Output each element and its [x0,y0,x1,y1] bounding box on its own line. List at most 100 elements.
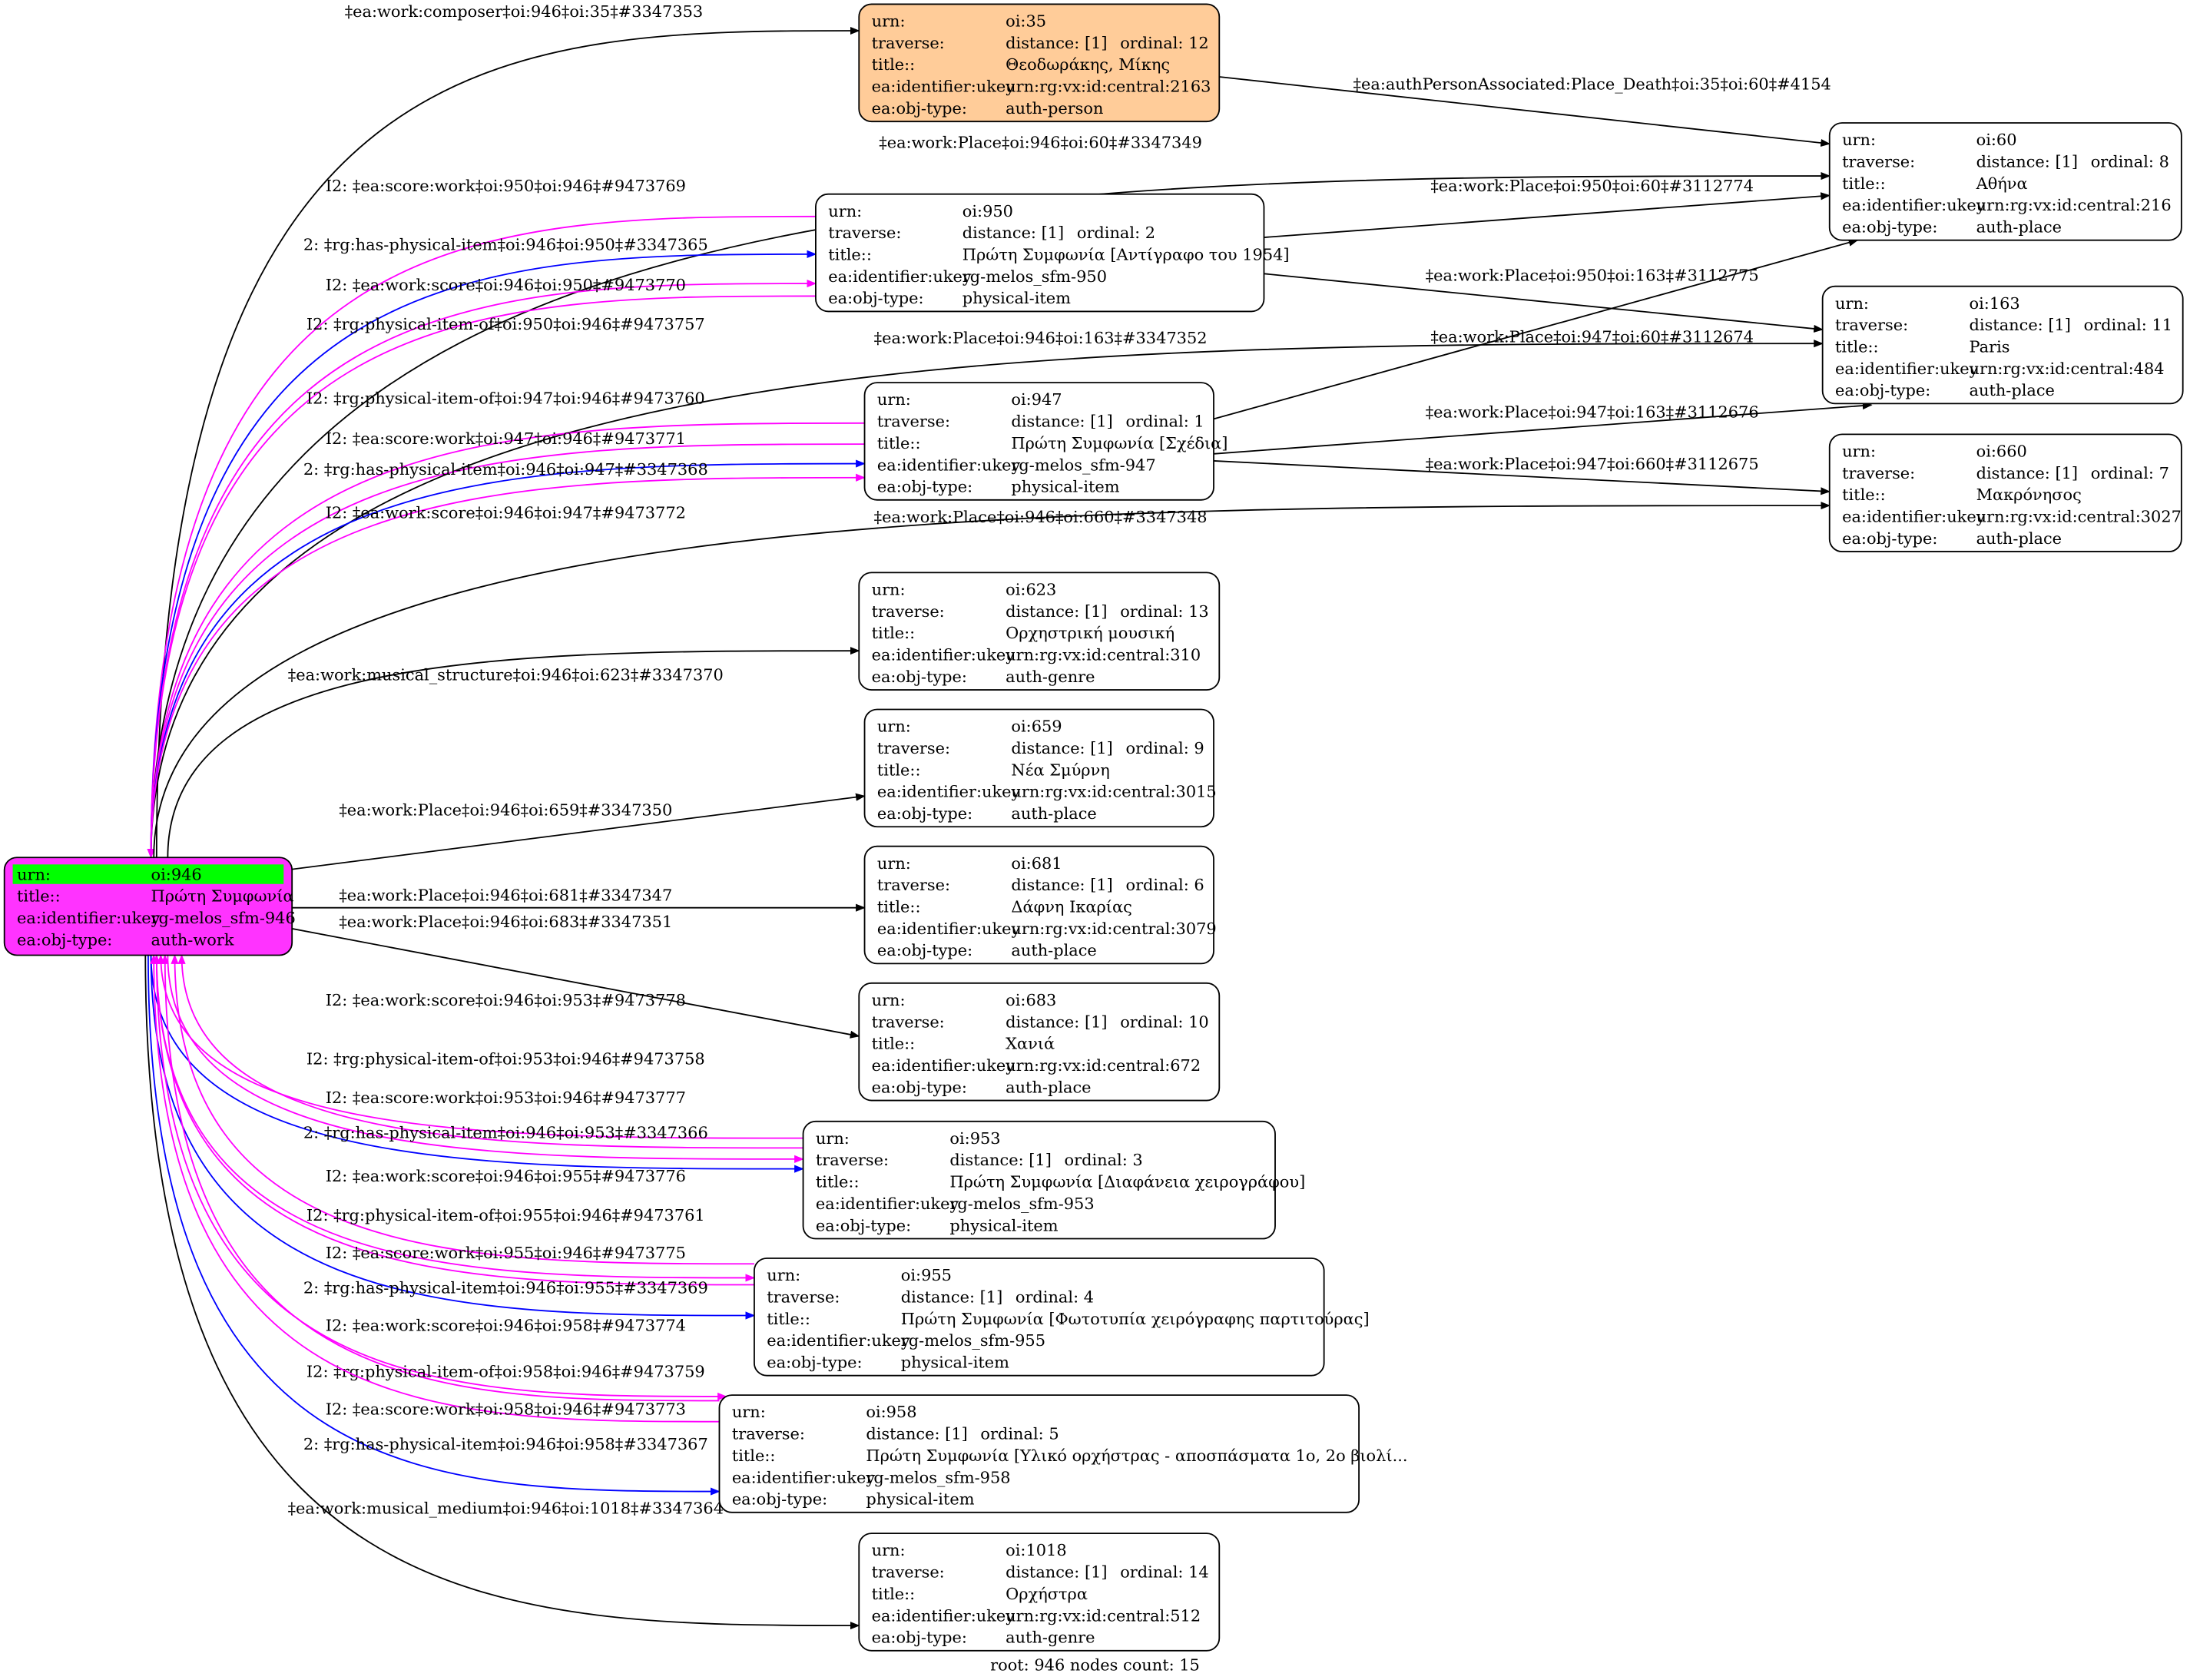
field-value-title: Νέα Σμύρνη [1011,760,1109,779]
field-label: urn: [872,580,906,598]
edge-line [1219,76,1831,147]
field-value-ukey: rg-melos_sfm-958 [866,1468,1010,1486]
edge-line [209,793,866,881]
field-value-title: Χανιά [1006,1035,1055,1053]
edge: ‡ea:work:composer‡oi:946‡oi:35‡#3347353 [155,2,860,858]
field-value-ukey: rg-melos_sfm-950 [962,267,1107,286]
edge-label: I2: ‡ea:score:work‡oi:958‡oi:946‡#947377… [326,1400,686,1419]
field-value-ordinal: ordinal: 10 [1120,1012,1208,1031]
field-value-ordinal: ordinal: 14 [1120,1563,1208,1582]
edge: 2: ‡rg:has-physical-item‡oi:946‡oi:953‡#… [150,955,804,1173]
field-value-type: auth-place [1970,381,2055,399]
field-value-type: auth-place [1011,804,1096,823]
field-value-ukey: urn:rg:vx:id:central:3015 [1011,783,1216,801]
edge-label: I2: ‡rg:physical-item-of‡oi:955‡oi:946‡#… [306,1206,705,1224]
field-label: urn: [877,390,911,409]
field-label: traverse: [872,1012,945,1031]
field-label: ea:identifier:ukey [767,1331,910,1350]
edge-label: 2: ‡rg:has-physical-item‡oi:946‡oi:947‡#… [303,460,708,479]
field-label: title:: [1842,174,1886,193]
field-label: title:: [877,434,921,452]
field-value-urn: oi:163 [1970,294,2020,313]
field-value-type: auth-genre [1006,1629,1095,1647]
node-box [754,1258,1325,1377]
edge: ‡ea:work:Place‡oi:950‡oi:163‡#3112775 [1264,266,1824,333]
field-value-title: Πρώτη Συμφωνία [Αντίγραφο του 1954] [962,246,1290,264]
field-label: ea:identifier:ukey [877,456,1021,474]
field-value-title: Αθήνα [1976,174,2028,193]
edge-line [171,954,754,1265]
field-label: ea:obj-type: [816,1216,911,1234]
field-label: ea:obj-type: [1842,218,1937,237]
edge-line [1264,192,1831,238]
field-value-ordinal: ordinal: 12 [1120,34,1208,52]
field-value-type: auth-work [151,930,234,949]
edge: ‡ea:work:Place‡oi:946‡oi:681‡#3347347 [292,886,866,912]
edge-label: I2: ‡ea:work:score‡oi:946‡oi:947‡#947377… [326,503,686,522]
field-label: title:: [872,55,916,74]
edge: I2: ‡ea:work:score‡oi:946‡oi:950‡#947377… [150,276,817,858]
field-value-distance: distance: [1] [1011,876,1112,894]
edge-label: ‡ea:work:Place‡oi:950‡oi:60‡#3112774 [1430,177,1754,195]
field-label: urn: [872,991,906,1009]
field-value-title: Δάφνη Ικαρίας [1011,897,1131,916]
edge-label: I2: ‡rg:physical-item-of‡oi:947‡oi:946‡#… [306,389,705,407]
field-value-ukey: urn:rg:vx:id:central:672 [1006,1056,1201,1075]
field-value-ordinal: ordinal: 3 [1065,1151,1143,1169]
edge-line [147,422,865,859]
node-box [858,3,1221,123]
field-value-urn: oi:681 [1011,854,1062,873]
field-label: title:: [17,887,61,906]
field-label: traverse: [877,413,950,431]
field-label: urn: [1842,131,1876,149]
edge: I2: ‡ea:work:score‡oi:946‡oi:953‡#947377… [167,955,804,1163]
edge-label: ‡ea:work:Place‡oi:947‡oi:660‡#3112675 [1426,455,1759,473]
edge-label: ‡ea:work:composer‡oi:946‡oi:35‡#3347353 [345,2,703,21]
field-label: ea:obj-type: [828,289,923,307]
edge-label: I2: ‡ea:score:work‡oi:947‡oi:946‡#947377… [326,429,686,448]
field-label: traverse: [732,1425,805,1443]
field-label: ea:obj-type: [872,1629,967,1647]
edge-line [155,955,727,1401]
field-value-distance: distance: [1] [962,224,1064,242]
field-value-ukey: rg-melos_sfm-953 [949,1195,1094,1213]
node-box [814,193,1265,313]
field-value-urn: oi:950 [962,202,1013,220]
field-value-ukey: rg-melos_sfm-947 [1011,456,1155,474]
edge: I2: ‡ea:work:score‡oi:946‡oi:947‡#947377… [150,473,866,858]
field-value-urn: oi:683 [1006,991,1056,1009]
field-label: traverse: [816,1151,889,1169]
field-label: ea:identifier:ukey [872,78,1015,96]
edge-line [150,171,1831,858]
edge: I2: ‡rg:physical-item-of‡oi:955‡oi:946‡#… [171,954,754,1265]
edge: ‡ea:work:Place‡oi:946‡oi:659‡#3347350 [209,793,866,881]
edge-label: 2: ‡rg:has-physical-item‡oi:946‡oi:955‡#… [303,1278,708,1297]
field-value-ukey: urn:rg:vx:id:central:484 [1970,360,2165,378]
edge-label: ‡ea:work:Place‡oi:946‡oi:163‡#3347352 [874,329,1208,347]
field-label: ea:obj-type: [877,478,972,496]
field-label: urn: [732,1403,766,1421]
field-label: traverse: [877,739,950,757]
node-box [858,1533,1221,1652]
node-box [863,382,1214,501]
edge: I2: ‡rg:physical-item-of‡oi:958‡oi:946‡#… [161,954,720,1402]
field-value-ukey: urn:rg:vx:id:central:3079 [1011,920,1216,938]
field-value-ordinal: ordinal: 5 [980,1425,1059,1443]
field-value-urn: oi:947 [1011,390,1062,409]
edge-label: I2: ‡ea:score:work‡oi:955‡oi:946‡#947377… [326,1244,686,1262]
